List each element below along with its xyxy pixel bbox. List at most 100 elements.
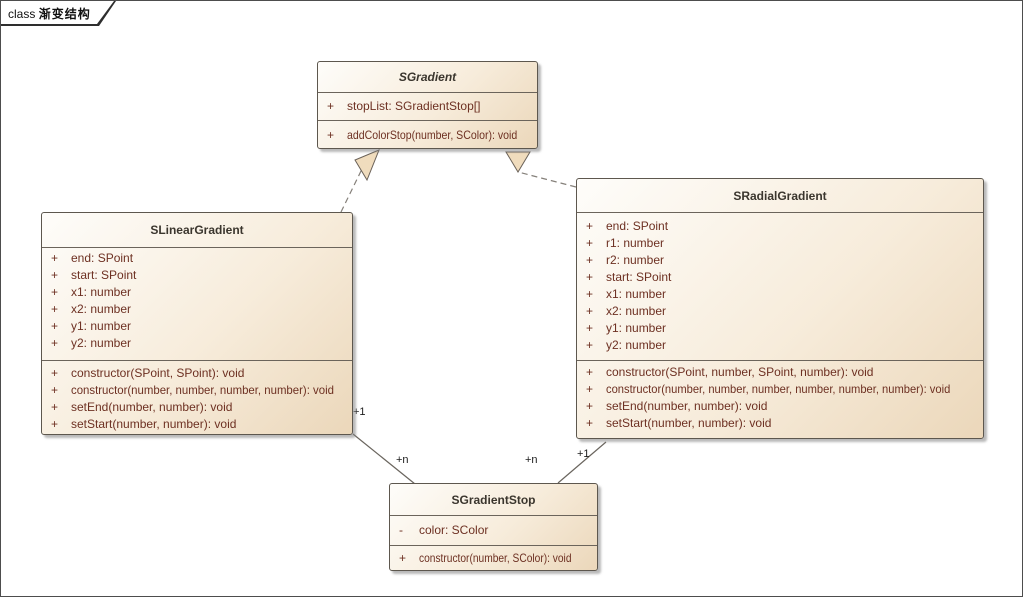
attribute-row: +end: SPoint xyxy=(42,250,352,267)
visibility-marker: + xyxy=(327,99,335,113)
multiplicity-label-radial-target: +n xyxy=(525,454,538,466)
class-slineargradient[interactable]: SLinearGradient +end: SPoint +start: SPo… xyxy=(41,212,353,435)
attributes-compartment: +end: SPoint +start: SPoint +x1: number … xyxy=(42,247,352,360)
multiplicity-label-linear-source: +1 xyxy=(353,406,366,418)
visibility-marker: + xyxy=(586,321,594,335)
method-text: setStart(number, number): void xyxy=(71,417,237,431)
method-text: constructor(SPoint, number, SPoint, numb… xyxy=(606,365,874,379)
frame-tab-fill xyxy=(1,1,114,24)
attribute-text: start: SPoint xyxy=(606,270,672,284)
method-text: constructor(number, number, number, numb… xyxy=(606,382,951,396)
attribute-text: start: SPoint xyxy=(71,268,137,282)
attribute-row: +end: SPoint xyxy=(577,218,983,235)
visibility-marker: + xyxy=(586,270,594,284)
visibility-marker: + xyxy=(327,127,335,142)
attribute-text: x1: number xyxy=(71,285,132,299)
attribute-row: + x2: number xyxy=(42,301,352,318)
attribute-row: + y1: number xyxy=(577,320,983,337)
attribute-row: + y1: number xyxy=(42,318,352,335)
method-row: + setStart(number, number): void xyxy=(42,416,352,433)
realization-connector-radial[interactable] xyxy=(517,171,577,188)
attributes-compartment: + stopList: SGradientStop[] xyxy=(318,92,537,120)
attribute-text: r1: number xyxy=(606,236,665,250)
attribute-text: r2: number xyxy=(606,253,665,267)
attribute-row: - color: SColor xyxy=(390,522,488,539)
visibility-marker: + xyxy=(586,338,594,352)
visibility-marker: + xyxy=(51,417,59,431)
class-title-sgradientstop: SGradientStop xyxy=(451,492,536,507)
visibility-marker: + xyxy=(586,253,594,267)
attribute-row: + stopList: SGradientStop[] xyxy=(318,98,480,115)
attribute-text: x2: number xyxy=(606,304,667,318)
realization-connector-linear[interactable] xyxy=(340,168,363,213)
attribute-row: + start: SPoint xyxy=(577,269,983,286)
methods-compartment: + addColorStop(number, SColor): void xyxy=(318,120,537,148)
visibility-marker: + xyxy=(51,285,59,299)
class-sradialgradient[interactable]: SRadialGradient +end: SPoint +r1: number… xyxy=(576,178,984,439)
class-sgradientstop[interactable]: SGradientStop - color: SColor + construc… xyxy=(389,483,598,571)
attribute-text: x2: number xyxy=(71,302,132,316)
visibility-marker: + xyxy=(399,550,407,565)
class-title-sgradient: SGradient xyxy=(398,70,457,84)
method-text: setStart(number, number): void xyxy=(606,416,772,430)
visibility-marker: + xyxy=(51,268,59,282)
method-row: + setEnd(number, number): void xyxy=(577,398,983,415)
attributes-compartment: +end: SPoint +r1: number +r2: number +st… xyxy=(577,212,983,360)
method-text: constructor(number, SColor): void xyxy=(419,550,572,565)
frame-keyword: class xyxy=(8,7,36,21)
method-row: + setEnd(number, number): void xyxy=(42,399,352,416)
attribute-row: +x1: number xyxy=(577,286,983,303)
methods-compartment: + constructor(number, SColor): void xyxy=(390,545,597,570)
class-title-slineargradient: SLinearGradient xyxy=(150,223,244,237)
method-text: constructor(number, number, number, numb… xyxy=(71,383,334,397)
visibility-marker: + xyxy=(51,366,59,380)
method-row: + constructor(number, number, number, num… xyxy=(577,381,983,398)
methods-compartment: + constructor(SPoint, SPoint): void + cons… xyxy=(42,360,352,434)
visibility-marker: + xyxy=(51,336,59,350)
visibility-marker: + xyxy=(586,382,594,396)
visibility-marker: + xyxy=(586,219,594,233)
attribute-row: + x1: number xyxy=(42,284,352,301)
visibility-marker: + xyxy=(51,400,59,414)
method-text: addColorStop(number, SColor): void xyxy=(347,127,518,142)
visibility-marker: + xyxy=(586,365,594,379)
class-title-sradialgradient: SRadialGradient xyxy=(733,188,827,203)
visibility-marker: + xyxy=(51,319,59,333)
visibility-marker: + xyxy=(586,416,594,430)
class-sgradient[interactable]: SGradient + stopList: SGradientStop[] + … xyxy=(317,61,538,149)
method-row: + addColorStop(number, SColor): void xyxy=(318,127,537,144)
method-text: constructor(SPoint, SPoint): void xyxy=(71,366,245,380)
visibility-marker: + xyxy=(586,399,594,413)
visibility-marker: + xyxy=(51,383,59,397)
attribute-text: x1: number xyxy=(606,287,667,301)
attribute-row: +x2: number xyxy=(577,303,983,320)
attribute-row: + y2: number xyxy=(577,337,983,354)
attribute-text: y1: number xyxy=(71,319,132,333)
realization-arrowhead-radial xyxy=(505,151,531,173)
methods-compartment: + constructor(SPoint, number, SPoint, num… xyxy=(577,360,983,438)
attribute-text: y2: number xyxy=(606,338,667,352)
method-row: + constructor(SPoint, SPoint): void xyxy=(42,365,352,382)
attribute-row: + r2: number xyxy=(577,252,983,269)
attribute-text: color: SColor xyxy=(419,523,489,537)
attribute-text: end: SPoint xyxy=(71,251,134,265)
method-text: setEnd(number, number): void xyxy=(71,400,233,414)
frame-title: 渐变结构 xyxy=(38,7,91,21)
realization-arrowhead-linear xyxy=(354,149,380,182)
method-row: + constructor(number, SColor): void xyxy=(390,550,597,567)
method-row: + constructor(number, number, number, num… xyxy=(42,382,352,399)
attribute-row: + start: SPoint xyxy=(42,267,352,284)
visibility-marker: + xyxy=(51,302,59,316)
attribute-text: y1: number xyxy=(606,321,667,335)
method-text: setEnd(number, number): void xyxy=(606,399,768,413)
attributes-compartment: - color: SColor xyxy=(390,515,597,545)
frame-tab xyxy=(1,1,116,26)
attribute-row: +y2: number xyxy=(42,335,352,352)
multiplicity-label-linear-target: +n xyxy=(396,454,409,466)
multiplicity-label-radial-source: +1 xyxy=(577,448,590,460)
visibility-marker: - xyxy=(399,523,403,537)
attribute-row: +r1: number xyxy=(577,235,983,252)
frame-label: class 渐变结构 xyxy=(8,5,91,22)
method-row: + setStart(number, number): void xyxy=(577,415,983,432)
